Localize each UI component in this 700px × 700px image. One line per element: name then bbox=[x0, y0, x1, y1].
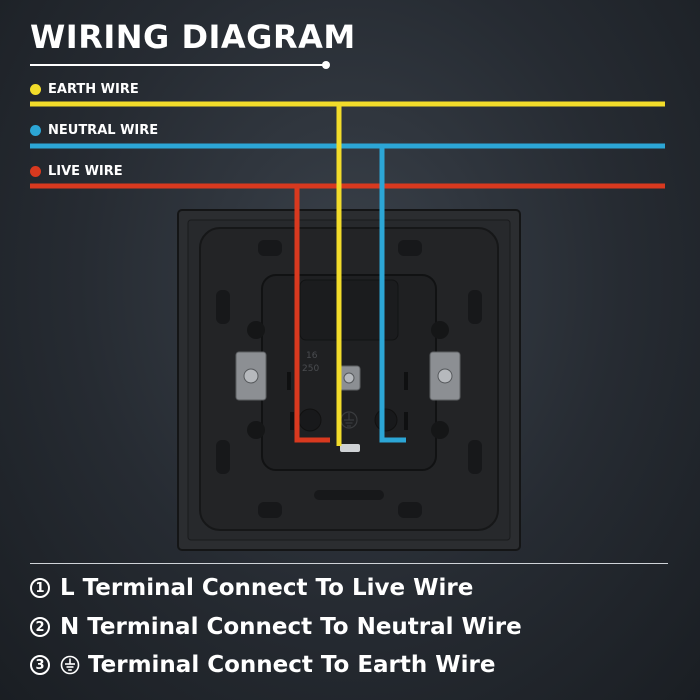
number-badge: 2 bbox=[30, 617, 50, 637]
screw-icon bbox=[431, 421, 449, 439]
contact-slot bbox=[404, 412, 408, 430]
earth-ground-icon bbox=[60, 655, 80, 675]
instruction-3: 3 Terminal Connect To Earth Wire bbox=[30, 652, 495, 678]
screw-icon bbox=[431, 321, 449, 339]
contact-slot bbox=[404, 372, 408, 390]
mount-slot bbox=[398, 502, 422, 518]
instruction-text: L Terminal Connect To Live Wire bbox=[60, 575, 474, 601]
legend-earth-label: EARTH WIRE bbox=[48, 82, 139, 97]
legend-neutral-label: NEUTRAL WIRE bbox=[48, 123, 159, 138]
diagram-title: WIRING DIAGRAM bbox=[30, 18, 356, 56]
mount-slot bbox=[258, 502, 282, 518]
mount-slot bbox=[216, 440, 230, 474]
rating-volts: 250 bbox=[302, 364, 319, 374]
earth-dot-icon bbox=[30, 84, 41, 95]
legend-live: LIVE WIRE bbox=[30, 164, 123, 179]
l-terminal-screw-icon bbox=[243, 368, 259, 384]
divider bbox=[30, 563, 668, 564]
live-wire-drop bbox=[294, 186, 330, 443]
mount-slot bbox=[468, 290, 482, 324]
screw-icon bbox=[247, 321, 265, 339]
contact-slot bbox=[290, 412, 294, 430]
n-terminal-screw-icon bbox=[437, 368, 453, 384]
earth-terminal-screw-icon bbox=[343, 372, 355, 384]
mount-slot bbox=[398, 240, 422, 256]
contact-slot bbox=[287, 372, 291, 390]
mount-slot bbox=[216, 290, 230, 324]
number-badge: 3 bbox=[30, 655, 50, 675]
legend-neutral: NEUTRAL WIRE bbox=[30, 123, 158, 138]
contact-slot bbox=[340, 444, 360, 452]
number-badge: 1 bbox=[30, 578, 50, 598]
mount-slot bbox=[258, 240, 282, 256]
instruction-2: 2 N Terminal Connect To Neutral Wire bbox=[30, 614, 522, 640]
legend-live-label: LIVE WIRE bbox=[48, 164, 123, 179]
live-dot-icon bbox=[30, 166, 41, 177]
legend-earth: EARTH WIRE bbox=[30, 82, 139, 97]
title-underline bbox=[30, 64, 326, 66]
title-underline-dot bbox=[322, 61, 330, 69]
neutral-wire-drop bbox=[379, 146, 406, 443]
instruction-text: N Terminal Connect To Neutral Wire bbox=[60, 614, 522, 640]
screw-icon bbox=[247, 421, 265, 439]
screw-icon bbox=[374, 408, 398, 432]
instruction-text: Terminal Connect To Earth Wire bbox=[88, 652, 496, 678]
terminal-block-top bbox=[299, 279, 399, 341]
instruction-1: 1 L Terminal Connect To Live Wire bbox=[30, 575, 473, 601]
neutral-dot-icon bbox=[30, 125, 41, 136]
rating-amps: 16 bbox=[306, 351, 318, 361]
mount-slot bbox=[468, 440, 482, 474]
mount-slot bbox=[314, 490, 384, 500]
screw-icon bbox=[298, 408, 322, 432]
